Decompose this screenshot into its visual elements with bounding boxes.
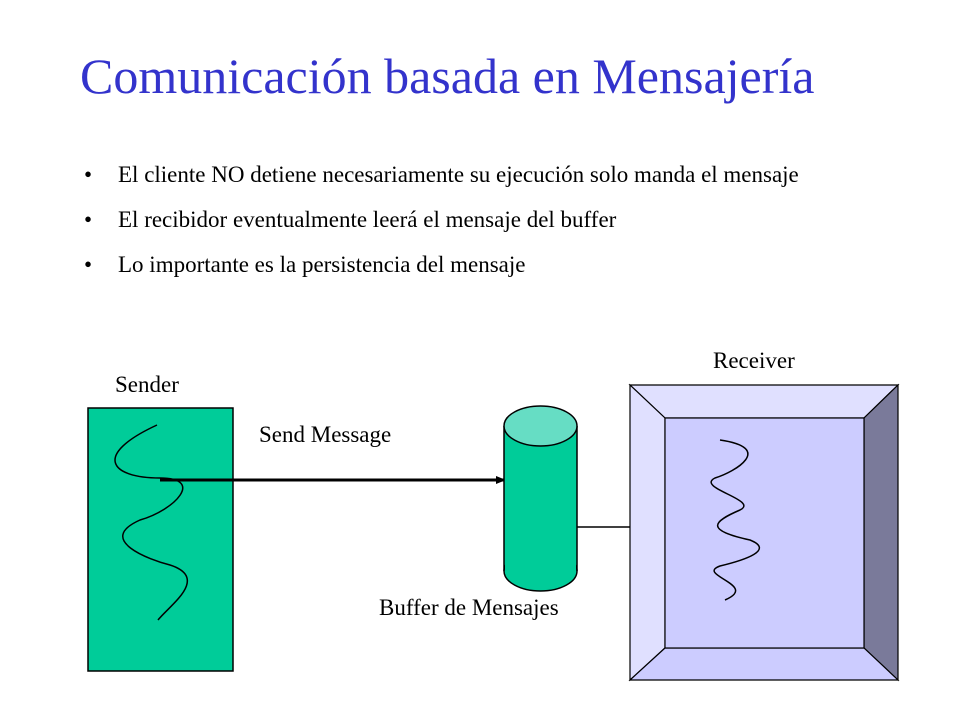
- buffer-label: Buffer de Mensajes: [379, 595, 559, 620]
- receiver-box: [628, 383, 900, 682]
- sender-box: [87, 407, 234, 672]
- receiver-label: Receiver: [713, 348, 795, 373]
- bullet-dot: •: [84, 207, 93, 232]
- bullet-dot: •: [84, 252, 93, 277]
- bullet-item: • Lo importante es la persistencia del me…: [80, 250, 920, 280]
- receiver-thread-wave: [710, 439, 761, 601]
- sender-thread-wave: [114, 424, 188, 621]
- sender-label: Sender: [115, 372, 179, 397]
- slide-title: Comunicación basada en Mensajería: [80, 48, 815, 104]
- buffer-cylinder: [503, 405, 578, 592]
- bullet-list: • El cliente NO detiene necesariamente su…: [80, 160, 920, 280]
- send-message-label: Send Message: [259, 422, 392, 447]
- bullet-item: • El recibidor eventualmente leerá el men…: [80, 205, 920, 235]
- bullet-item: • El cliente NO detiene necesariamente su…: [80, 160, 920, 190]
- bullet-text: Lo importante es la persistencia del men…: [118, 252, 526, 277]
- bullet-text: El cliente NO detiene necesariamente su …: [118, 162, 799, 187]
- bullet-text: El recibidor eventualmente leerá el mens…: [118, 207, 617, 232]
- bullet-dot: •: [84, 162, 93, 187]
